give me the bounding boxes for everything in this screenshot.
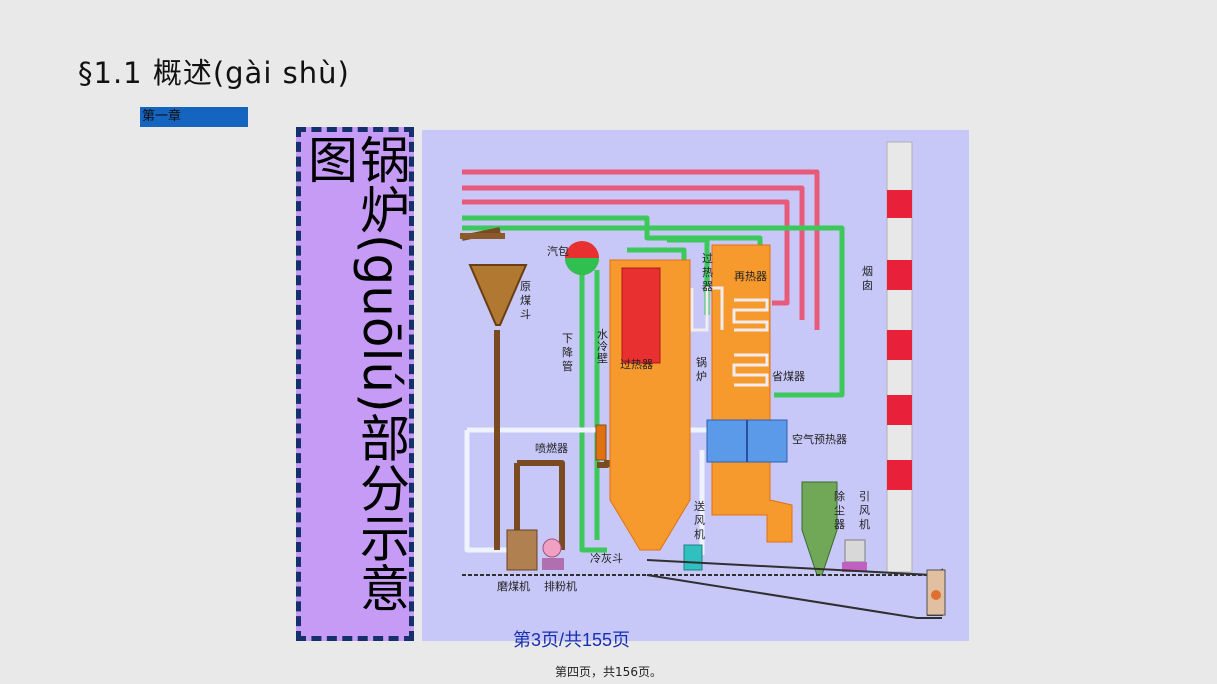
label-drum: 汽包 bbox=[547, 244, 569, 258]
forced-fan bbox=[683, 544, 703, 571]
back-pass bbox=[711, 244, 793, 543]
label-burner: 喷燃器 bbox=[535, 441, 568, 455]
heat-coils bbox=[690, 286, 769, 387]
boiler-diagram-svg: 汽包 原煤斗 下降管 水冷壁 过热器 再热器 过热器 锅炉 省煤器 烟囱 喷燃器… bbox=[460, 141, 946, 619]
label-economizer: 省煤器 bbox=[772, 370, 805, 383]
label-ash-hopper: 冷灰斗 bbox=[590, 551, 623, 565]
burner bbox=[595, 424, 607, 461]
label-induced-fan: 引风机 bbox=[859, 489, 870, 531]
label-air-preheater: 空气预热器 bbox=[792, 432, 847, 446]
dust-collector bbox=[801, 481, 838, 576]
coal-hopper bbox=[468, 264, 528, 326]
label-superheater-top: 过热器 bbox=[702, 252, 713, 293]
label-water-wall: 水冷壁 bbox=[597, 328, 608, 365]
superheater-platen bbox=[621, 267, 661, 364]
label-superheater: 过热器 bbox=[620, 358, 653, 371]
reheater-pipes-red bbox=[462, 169, 820, 330]
label-downcomer: 下降管 bbox=[562, 332, 573, 373]
label-reheater: 再热器 bbox=[734, 270, 767, 283]
label-coal-hopper: 原煤斗 bbox=[520, 280, 531, 321]
induced-fan bbox=[844, 539, 866, 563]
slide-title: §1.1 概述(gài shù) bbox=[78, 56, 350, 90]
label-coal-mill: 磨煤机 bbox=[497, 579, 530, 593]
label-exhauster: 排粉机 bbox=[544, 579, 577, 593]
exhauster bbox=[542, 538, 562, 558]
chimney bbox=[886, 141, 913, 573]
diagram-label-group: 汽包 原煤斗 下降管 水冷壁 过热器 再热器 过热器 锅炉 省煤器 烟囱 喷燃器… bbox=[497, 244, 873, 593]
vertical-title-panel: 图 锅炉(guōlú)部分示意 bbox=[296, 127, 414, 641]
label-chimney: 烟囱 bbox=[862, 264, 873, 292]
vertical-title-col2: 锅炉(guōlú)部分示意 bbox=[352, 134, 410, 613]
label-dust-collector: 除尘器 bbox=[834, 489, 845, 531]
chapter-tag: 第一章 bbox=[140, 107, 248, 127]
label-boiler: 锅炉 bbox=[696, 356, 707, 383]
page-indicator: 第3页/共155页 bbox=[513, 630, 631, 650]
coal-mill bbox=[506, 529, 538, 571]
label-fan: 送风机 bbox=[694, 499, 705, 541]
boiler-diagram: 汽包 原煤斗 下降管 水冷壁 过热器 再热器 过热器 锅炉 省煤器 烟囱 喷燃器… bbox=[422, 130, 969, 641]
slide-footer: 第四页，共156页。 bbox=[555, 665, 662, 679]
vertical-title-col1: 图 bbox=[300, 134, 358, 184]
